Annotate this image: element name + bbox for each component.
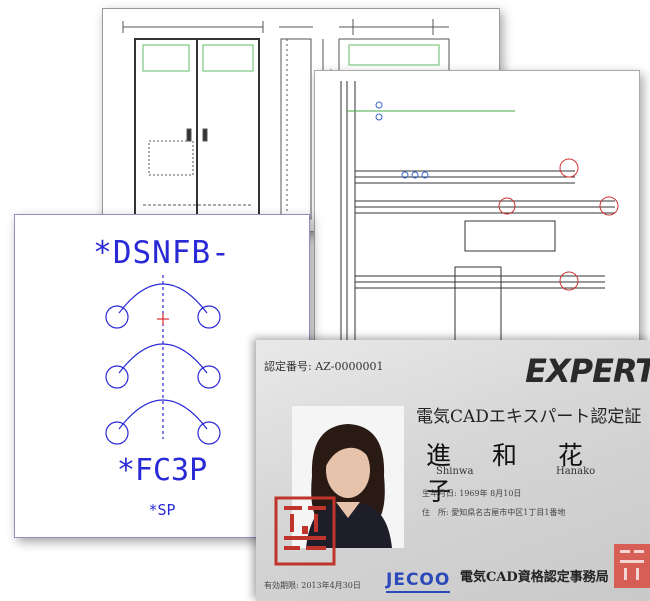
address: 住 所: 愛知県名古屋市中区1丁目1番地: [422, 508, 566, 517]
name-char-1: 進: [426, 441, 452, 470]
name-char-2: 和: [491, 441, 517, 470]
seal-icon: [274, 496, 336, 566]
certificate-title: 電気CADエキスパート認定証: [416, 407, 642, 427]
red-seal-stamp: [274, 496, 336, 566]
person-icon: [292, 406, 404, 548]
portrait-photo: [292, 406, 404, 548]
seal-icon: [614, 544, 650, 588]
birth-date: 生年月日: 1969年 8月10日: [422, 489, 522, 498]
brand-logo-text: EXPERT: [525, 352, 650, 390]
name-roman-first: Shinwa: [436, 466, 474, 477]
name-char-4: 子: [426, 477, 452, 506]
certification-card: 認定番号: AZ-0000001 EXPERT 電気CADエキスパート認定証 進…: [256, 340, 650, 601]
symbol-label-top: *DSNFB-: [93, 235, 231, 271]
name-char-3: 花: [557, 441, 583, 470]
cert-number: 認定番号: AZ-0000001: [264, 360, 384, 373]
symbol-label-bottom: *FC3P: [116, 453, 208, 488]
name-roman-last: Hanako: [556, 466, 596, 477]
breaker-symbol: [105, 275, 221, 445]
issuer-logo: JECOO: [386, 570, 451, 593]
validity-date: 有効期限: 2013年4月30日: [264, 581, 361, 590]
circuit-schematic-sheet: [314, 70, 640, 362]
issuer-name: 電気CAD資格認定事務局: [460, 570, 609, 585]
circuit-schematic: [340, 81, 619, 351]
symbol-label-sp: *SP: [148, 501, 176, 519]
issuer-seal-stamp: [612, 542, 650, 590]
holder-name: 進 和 花 子: [426, 436, 650, 508]
